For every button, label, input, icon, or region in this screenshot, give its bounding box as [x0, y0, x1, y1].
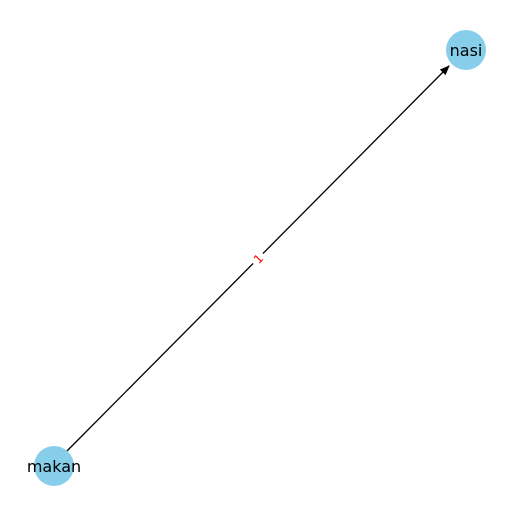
node-nasi-label: nasi: [450, 41, 483, 60]
edge-label-background: [247, 248, 270, 270]
node-makan[interactable]: makan: [27, 446, 81, 486]
node-makan-circle[interactable]: [34, 446, 74, 486]
node-nasi-circle[interactable]: [446, 30, 486, 70]
node-makan-label: makan: [27, 457, 81, 476]
node-nasi[interactable]: nasi: [446, 30, 486, 70]
edge-makan-nasi: 1: [65, 65, 450, 453]
